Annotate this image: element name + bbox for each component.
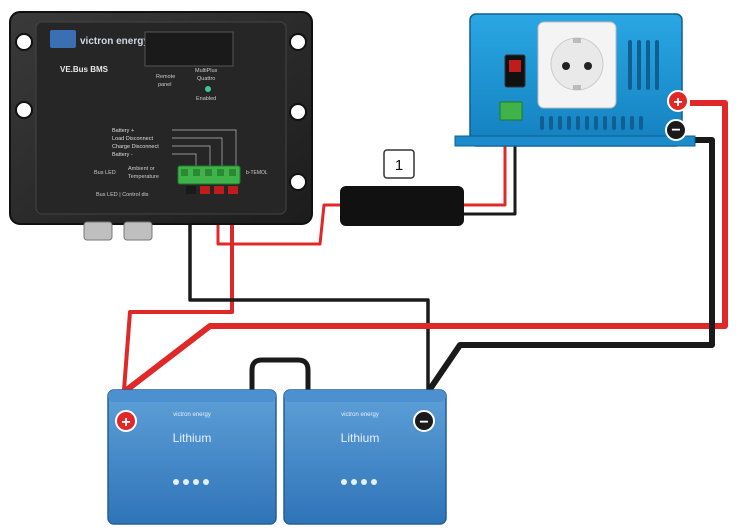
wire-battery-interconnect <box>249 357 311 392</box>
battery-certification-icons <box>341 479 377 485</box>
inverter-positive-terminal-icon <box>667 90 689 112</box>
bms-model: VE.Bus BMS <box>60 65 109 74</box>
ambient-label-1: Ambient or <box>128 166 155 172</box>
battery-negative-terminal-icon <box>413 410 435 432</box>
battery-right-brand: victron energy <box>341 412 379 418</box>
ve-bus-bms: victron energy VE.Bus BMS Remote panel M… <box>9 11 313 241</box>
wire-bms-to-device <box>216 195 344 246</box>
bms-display-window <box>144 31 234 67</box>
inverter: + − <box>454 13 696 147</box>
device-body <box>340 186 464 226</box>
ambient-label-2: Temperature <box>128 174 159 180</box>
battery-left-polarity: + <box>121 414 130 431</box>
inverter-negative-terminal-icon <box>665 119 687 141</box>
wire-main-negative <box>425 137 715 394</box>
battery-right-name: Lithium <box>341 431 380 445</box>
mounting-hole <box>15 101 33 119</box>
wire-bms-battery-negative <box>188 195 430 392</box>
inverter-positive-symbol: + <box>673 94 682 111</box>
battery-right-polarity: − <box>419 414 428 431</box>
battery-left-name: Lithium <box>173 431 212 445</box>
mounting-hole <box>289 173 307 191</box>
mounting-hole <box>289 103 307 121</box>
bus-led-control-label: Bus LED | Control dis <box>96 192 149 198</box>
inverter-negative-symbol: − <box>671 122 680 139</box>
enabled-label: Enabled <box>196 96 216 102</box>
bms-cable-gland <box>83 221 113 241</box>
victron-logo-icon <box>50 30 76 48</box>
wires <box>122 100 728 395</box>
bus-led-label: Bus LED <box>94 170 116 176</box>
mounting-hole <box>15 33 33 51</box>
inverter-remote-connector <box>499 101 523 121</box>
bms-cable-gland <box>123 221 153 241</box>
device-label: 1 <box>395 157 403 174</box>
mounting-hole <box>289 33 307 51</box>
enabled-led-icon <box>205 86 211 92</box>
cable-device: 1 <box>340 149 464 226</box>
remote-panel-label-2: panel <box>158 82 171 88</box>
battery-left: + victron energy Lithium <box>107 389 277 525</box>
battery-right: − victron energy Lithium <box>283 389 447 525</box>
terminal-label-load: Load Disconnect <box>112 136 153 142</box>
wire-device-to-inverter-red <box>462 120 507 207</box>
wire-bms-battery-positive <box>122 195 234 391</box>
battery-certification-icons <box>173 479 209 485</box>
multiplus-label-1: MultiPlus <box>195 68 218 74</box>
device-label-box <box>383 149 415 179</box>
terminal-label-charge: Charge Disconnect <box>112 144 159 150</box>
terminal-label-battery-minus: Battery - <box>112 152 133 158</box>
inverter-vents <box>540 40 659 130</box>
multiplus-label-2: Quattro <box>197 76 215 82</box>
terminal-label-battery-plus: Battery + <box>112 128 134 134</box>
remote-panel-label-1: Remote <box>156 74 175 80</box>
bms-side-label: b-TEMOL <box>246 170 268 176</box>
battery-left-brand: victron energy <box>173 412 211 418</box>
terminal-screws <box>181 169 236 176</box>
battery-positive-terminal-icon <box>115 410 137 432</box>
wire-main-positive <box>122 100 728 395</box>
wire-device-to-inverter-black <box>462 120 517 216</box>
bms-brand: victron energy <box>80 36 149 47</box>
